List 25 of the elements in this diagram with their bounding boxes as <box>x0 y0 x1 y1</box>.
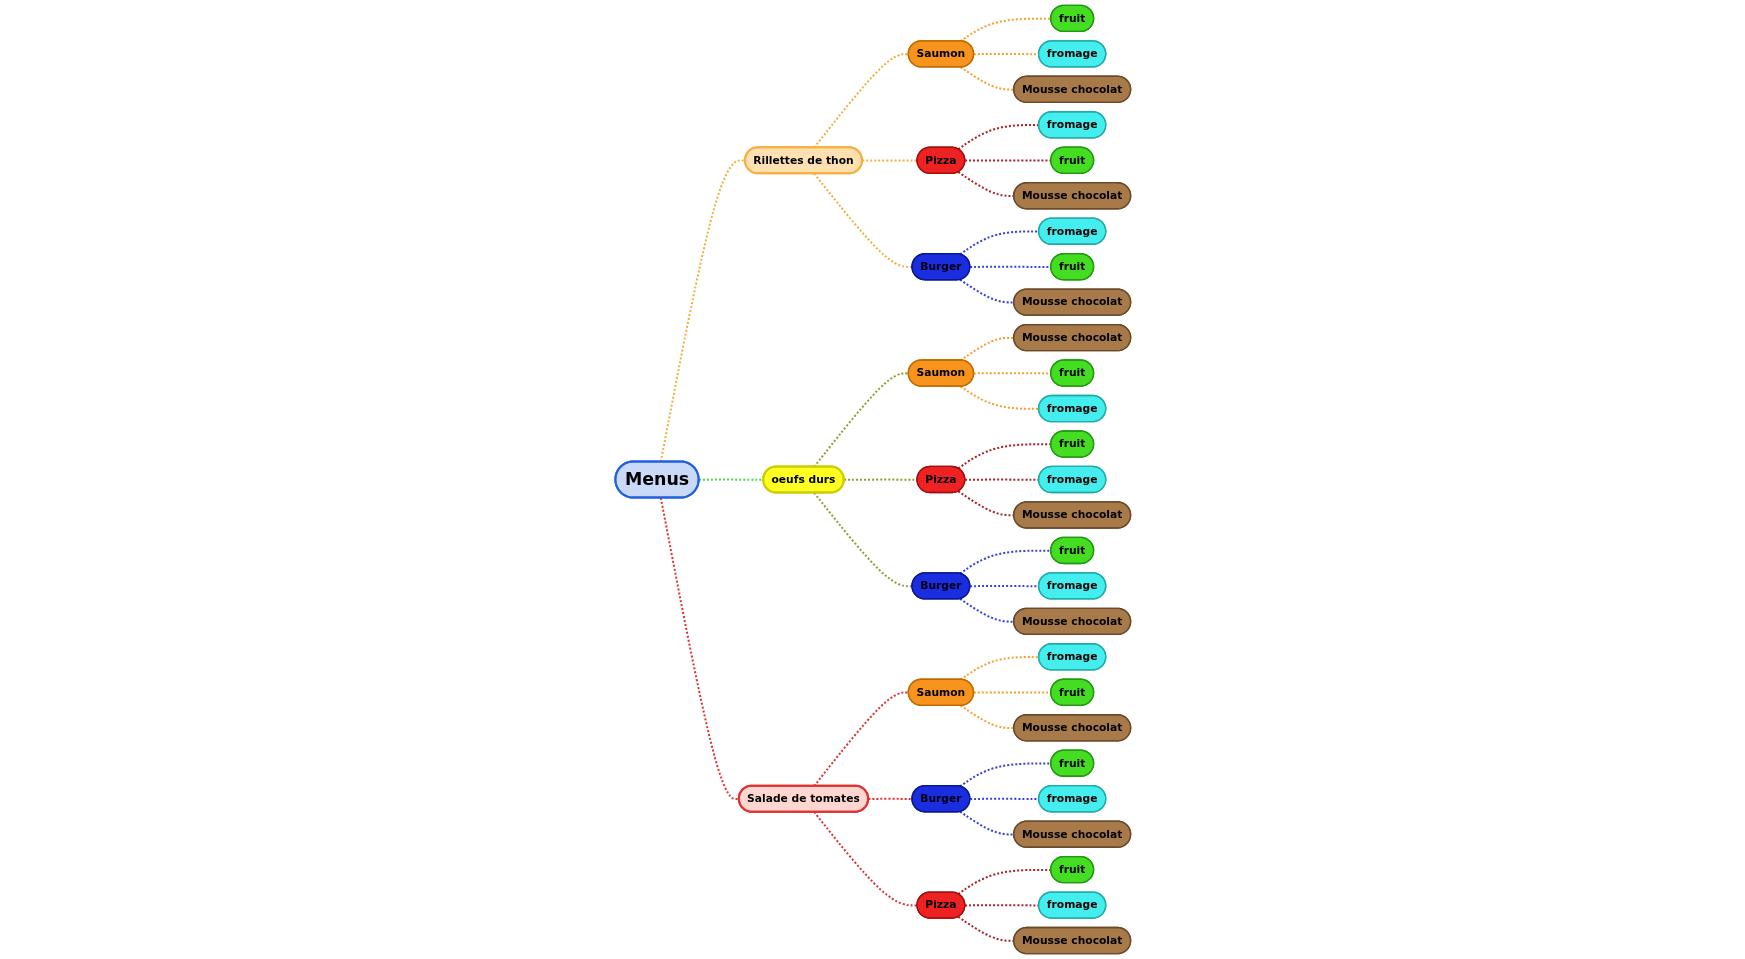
connector <box>973 53 1039 56</box>
connector <box>957 490 1014 517</box>
connector <box>959 656 1039 681</box>
connector <box>959 230 1039 256</box>
connector <box>959 278 1014 304</box>
connector <box>867 797 912 801</box>
connector <box>959 598 1014 623</box>
connector <box>964 159 1051 162</box>
connector <box>957 443 1051 470</box>
connector <box>964 478 1039 481</box>
connector <box>964 904 1039 907</box>
connector <box>973 691 1051 694</box>
connector <box>969 585 1039 588</box>
connector <box>959 549 1051 575</box>
connector <box>969 265 1051 269</box>
connector <box>959 810 1014 836</box>
connector <box>843 478 917 481</box>
connector <box>959 17 1051 42</box>
connector <box>957 868 1051 895</box>
connector <box>959 385 1039 410</box>
connector <box>969 797 1039 801</box>
connector <box>959 762 1051 788</box>
connector <box>973 372 1051 375</box>
connector <box>957 916 1014 942</box>
connector <box>957 171 1014 198</box>
